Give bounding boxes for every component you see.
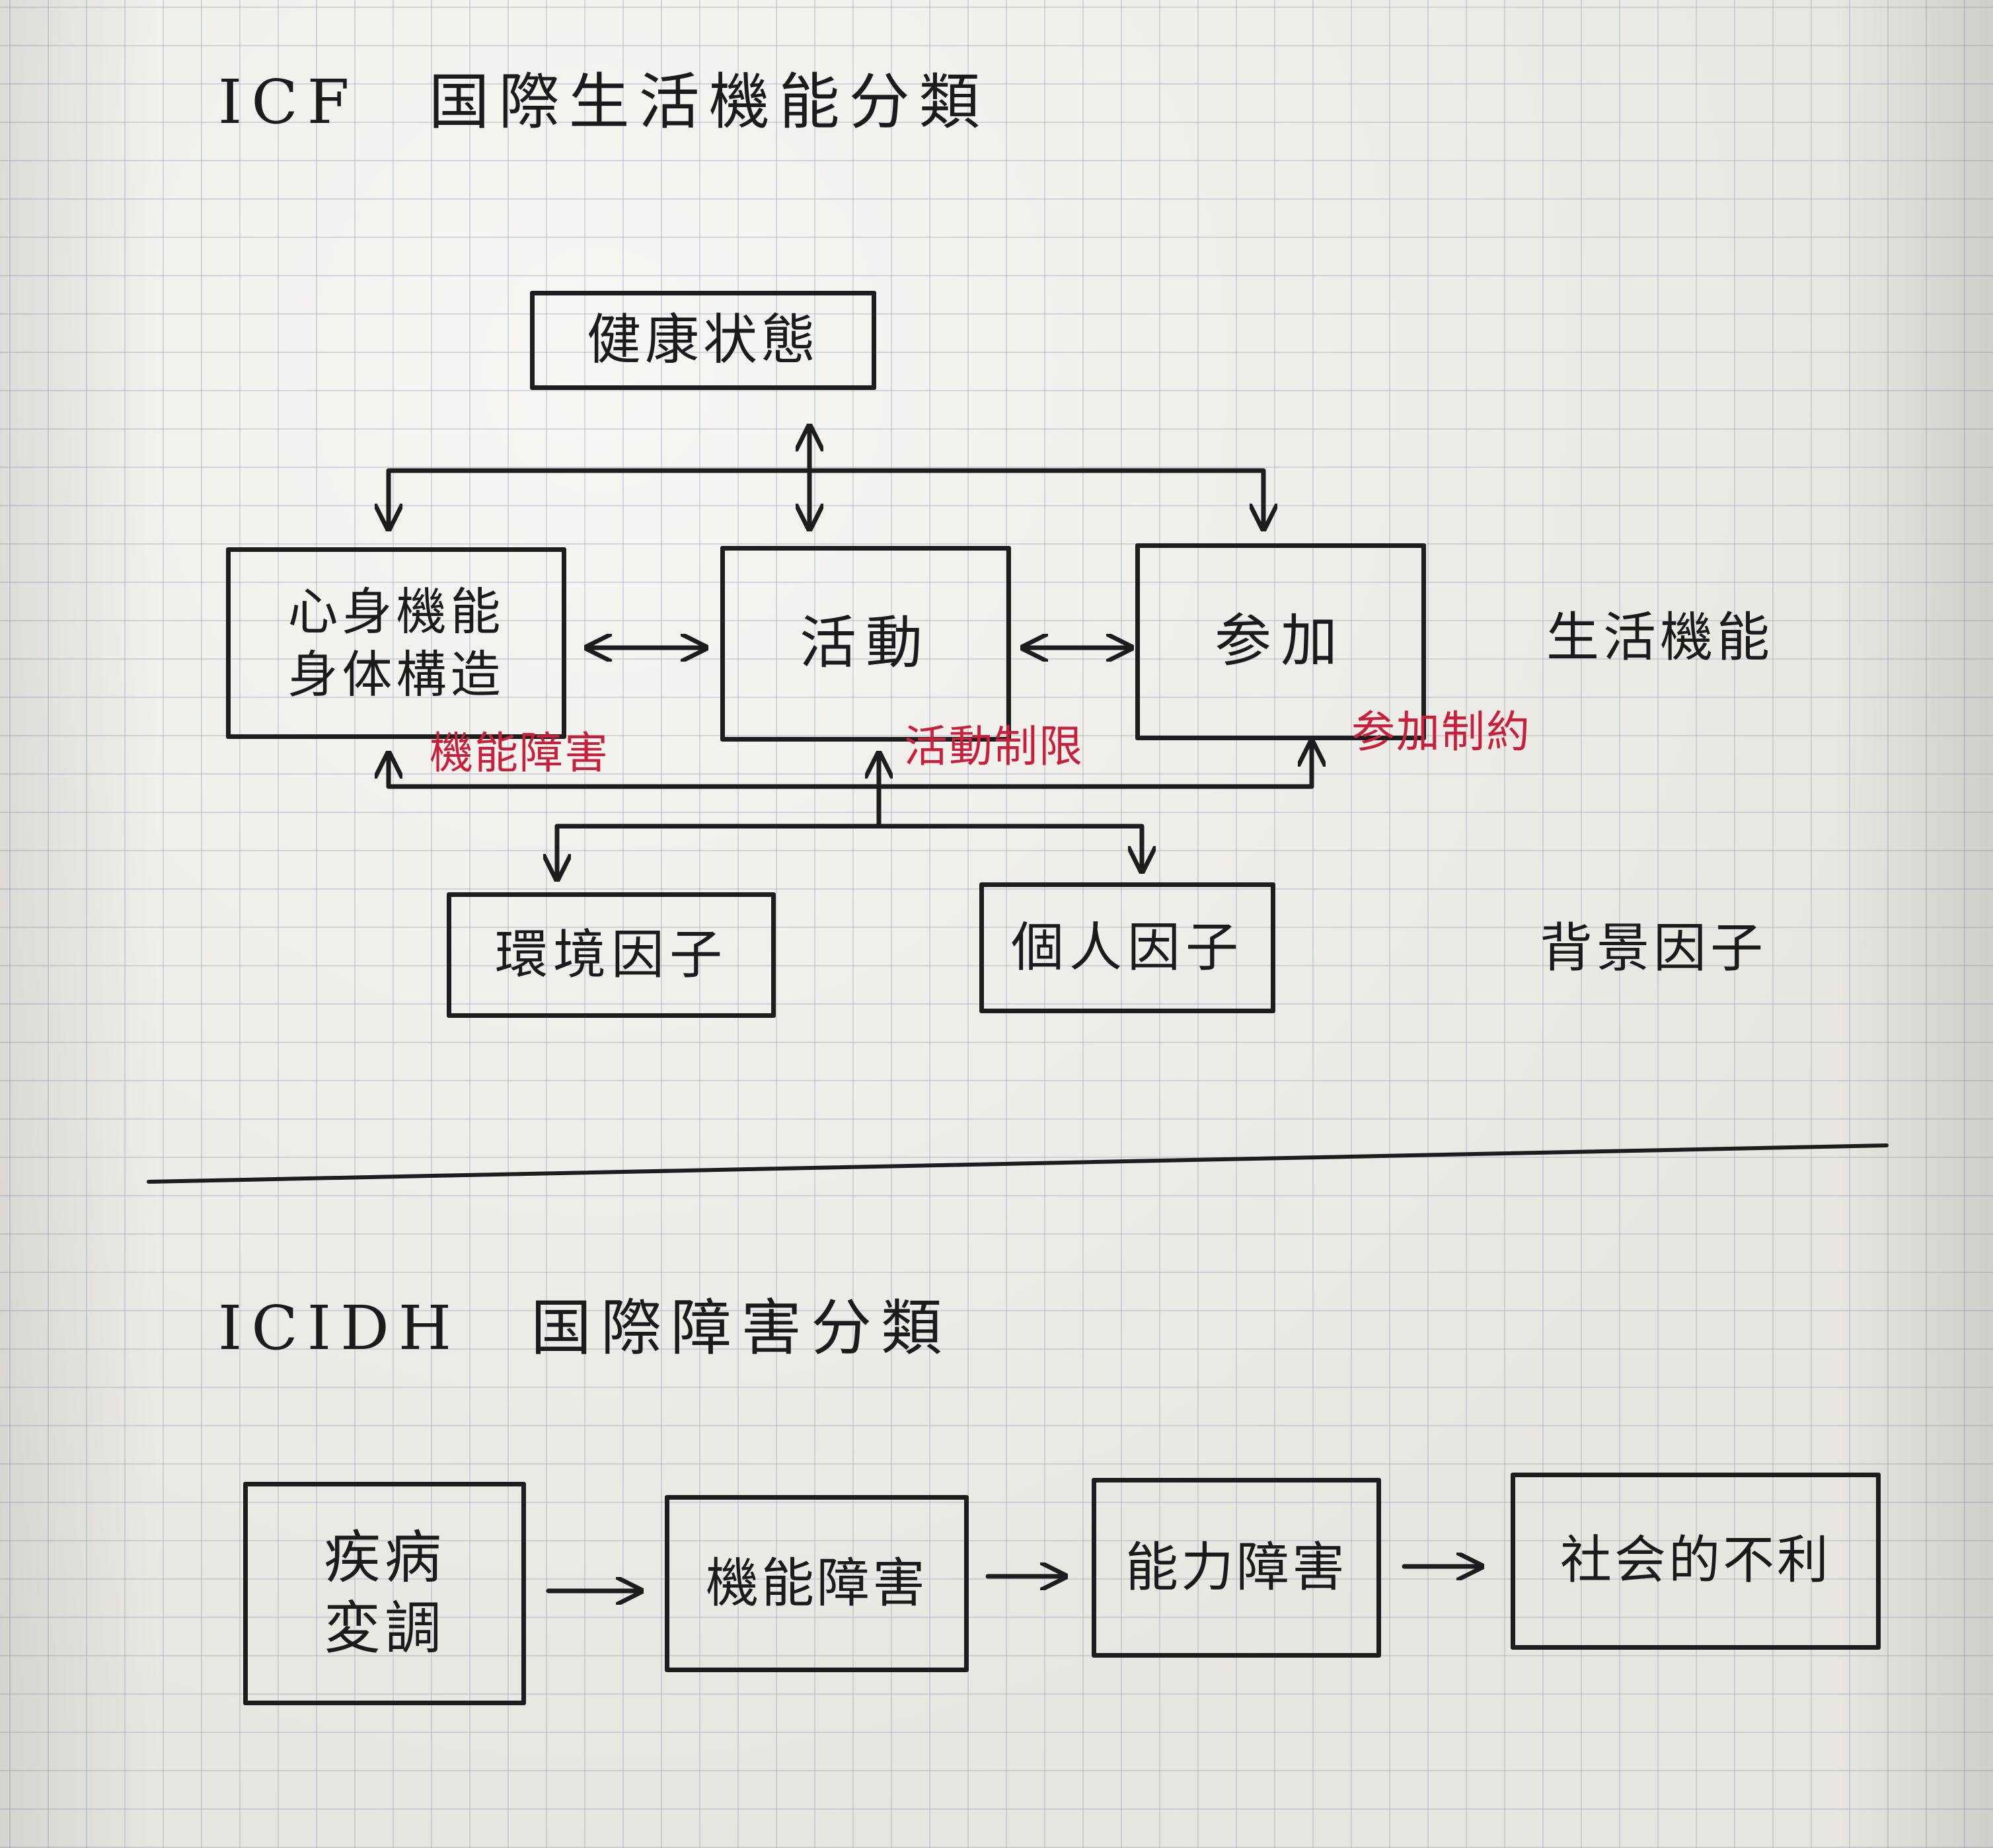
arrow-to-participation [807, 468, 1263, 529]
health-condition-label: 健康状態 [586, 308, 819, 371]
activity-limitation-note: 活動制限 [904, 721, 1084, 772]
disability-box: 能力障害 [1092, 1478, 1381, 1658]
activity-box: 活動 [720, 546, 1011, 742]
arrow-up-body-function [389, 753, 882, 789]
body-function-box: 心身機能 身体構造 [226, 547, 566, 739]
functioning-label: 生活機能 [1546, 607, 1774, 668]
handicap-box: 社会的不利 [1511, 1473, 1881, 1650]
section-divider [147, 1143, 1889, 1184]
context-factors-label: 背景因子 [1540, 917, 1767, 979]
arrow-up-participation [876, 742, 1312, 789]
arrow-to-body-function [389, 468, 812, 529]
activity-label: 活動 [800, 610, 932, 677]
disability-label: 能力障害 [1125, 1537, 1347, 1598]
arrow-to-personal [876, 824, 1142, 871]
health-condition-box: 健康状態 [530, 291, 876, 390]
arrow-to-environment [557, 824, 882, 879]
disease-box: 疾病 変調 [243, 1482, 526, 1705]
handicap-label: 社会的不利 [1560, 1531, 1831, 1591]
participation-restriction-note: 参加制約 [1351, 707, 1531, 757]
environment-factors-label: 環境因子 [495, 924, 728, 985]
icf-title: ICF 国際生活機能分類 [218, 67, 989, 137]
icidh-impairment-label: 機能障害 [706, 1553, 928, 1614]
environment-factors-box: 環境因子 [447, 892, 776, 1018]
disease-label: 疾病 [324, 1524, 445, 1591]
personal-factors-label: 個人因子 [1011, 917, 1244, 978]
participation-box: 参加 [1135, 543, 1426, 740]
body-function-label: 心身機能 [287, 582, 505, 641]
body-structure-label: 身体構造 [287, 645, 505, 704]
icidh-impairment-box: 機能障害 [665, 1495, 969, 1672]
icidh-title: ICIDH 国際障害分類 [218, 1293, 952, 1364]
personal-factors-box: 個人因子 [979, 882, 1275, 1013]
impairment-note: 機能障害 [430, 728, 609, 779]
disorder-label: 変調 [324, 1596, 445, 1662]
participation-label: 参加 [1215, 608, 1347, 675]
